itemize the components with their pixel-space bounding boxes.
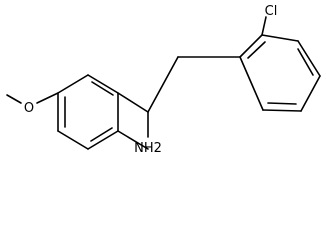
ring2-bond-5: [262, 109, 302, 112]
methoxy-oxygen-label: O: [24, 101, 34, 116]
ring2-double-3: [267, 102, 297, 105]
ring1-bond-1: [57, 74, 89, 94]
methyl-o-bond: [6, 94, 22, 104]
chlorine-label: Cl: [265, 4, 278, 19]
ring2-bond-4: [300, 75, 321, 112]
alpha-to-ch2-bond: [147, 56, 179, 113]
ring2-bond-6: [239, 56, 264, 111]
o-ring-bond: [36, 92, 59, 104]
ring-to-alpha-bond: [117, 92, 149, 113]
methyl-bond: [117, 130, 149, 150]
ring2-bond-1: [239, 34, 263, 58]
amine-label: NH2: [134, 141, 162, 156]
methoxy-group: O: [6, 92, 59, 116]
anisole-ring: [57, 74, 119, 150]
ring2-double-2: [297, 48, 314, 76]
ring2-bond-2: [261, 34, 299, 42]
chlorophenyl-ring: [239, 34, 321, 112]
c-cl-bond: [261, 16, 267, 36]
chemical-structure: O NH2 Cl: [6, 4, 321, 156]
ring2-double-1: [247, 41, 266, 59]
ring1-bond-4: [87, 130, 119, 150]
ring1-bond-2: [87, 74, 119, 94]
ring2-bond-3: [297, 40, 321, 77]
ring1-bond-5: [57, 130, 89, 150]
ring1-double-3: [90, 127, 113, 142]
ring1-double-2: [91, 81, 114, 96]
